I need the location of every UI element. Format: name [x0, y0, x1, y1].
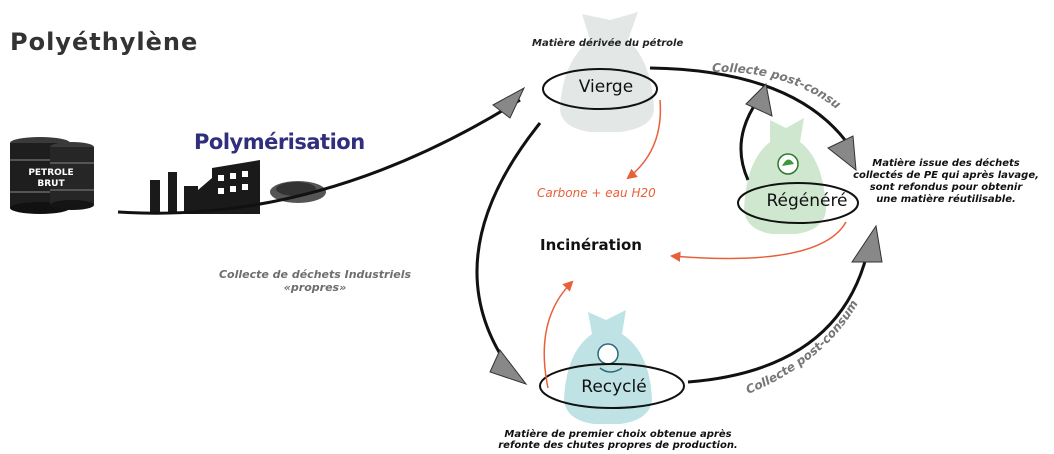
vierge-to-carbone-arrow — [626, 99, 662, 180]
factory-icon — [150, 160, 260, 214]
recycle-ring — [539, 363, 685, 409]
vierge-caption: Matière dérivée du pétrole — [532, 38, 684, 49]
recycle-to-incineration-arrow — [543, 280, 574, 389]
arrowhead-to-recycle-icon — [489, 349, 528, 385]
incineration-label: Incinération — [540, 236, 642, 254]
page-title: Polyéthylène — [10, 28, 199, 56]
collecte-industriels-label: Collecte de déchets Industriels «propres… — [218, 268, 412, 294]
vierge-bag-icon — [560, 12, 654, 132]
collecte-post-consum-top-arc — [649, 66, 847, 141]
recycle-caption: Matière de premier choix obtenue après r… — [498, 429, 738, 451]
polymerisation-label: Polymérisation — [194, 130, 365, 154]
vierge-label: Vierge — [578, 77, 634, 97]
collecte-post-consum-bottom-arc — [687, 249, 870, 384]
regenere-to-incineration-arrow — [669, 221, 847, 262]
regenere-label: Régénéré — [766, 191, 848, 211]
granules-icon — [270, 181, 326, 203]
arrowhead-loop-up-icon — [745, 82, 773, 117]
carbone-label: Carbone + eau H20 — [537, 186, 656, 200]
regenere-bag-icon — [744, 118, 826, 234]
petrole-brut-label: PETROLE BRUT — [28, 168, 74, 189]
collecte-industriels-arc — [475, 122, 542, 373]
polymerisation-arc — [117, 98, 521, 215]
regenere-caption: Matière issue des déchets collectés de P… — [853, 158, 1039, 205]
regenere-ring — [737, 182, 859, 224]
vierge-ring — [542, 68, 658, 110]
arrowhead-to-regenere-icon — [827, 135, 857, 172]
arrowhead-to-vierge-icon — [492, 86, 526, 119]
regenere-loop-arc — [739, 99, 760, 181]
recycle-label: Recyclé — [581, 377, 647, 397]
oil-barrels-icon — [10, 137, 94, 214]
recycle-bag-icon — [564, 310, 652, 424]
arrowhead-bottom-to-regenere-icon — [851, 224, 883, 263]
